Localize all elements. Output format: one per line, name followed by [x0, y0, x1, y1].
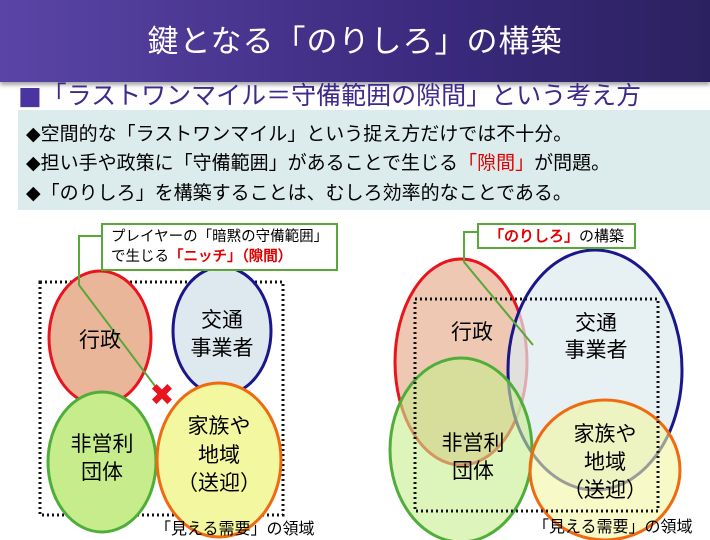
bullet-text: 「のりしろ」を構築することは、むしろ効率的なことである。 — [40, 182, 572, 204]
right-callout-leader — [463, 231, 534, 346]
circle-label: 家族や — [574, 422, 637, 446]
circle-label: 家族や — [188, 414, 251, 438]
left-area-label: 「見える需要」の領域 — [155, 519, 315, 538]
callout-line: で生じる「ニッチ」（隙間） — [111, 247, 328, 267]
callout-text: の構築 — [579, 227, 625, 245]
bullet-2: ◆担い手や政策に「守備範囲」があることで生じる「隙間」が問題。 — [26, 148, 610, 175]
callout-text: で生じる — [111, 249, 169, 265]
circle-label: 交通 — [201, 308, 243, 332]
circle-label: 地域 — [198, 443, 240, 467]
bullet-3: ◆「のりしろ」を構築することは、むしろ効率的なことである。 — [26, 178, 572, 205]
right-circle-family — [528, 398, 682, 540]
left-callout-leader — [78, 235, 159, 391]
diamond-icon: ◆ — [26, 182, 41, 204]
right-area-label: 「見える需要」の領域 — [533, 517, 693, 536]
circle-label: 地域 — [584, 450, 626, 474]
diamond-icon: ◆ — [26, 123, 41, 145]
diamond-icon: ◆ — [26, 152, 41, 174]
circle-label: 行政 — [451, 320, 493, 344]
circle-label: 事業者 — [565, 338, 628, 362]
circle-label: 団体 — [452, 459, 494, 483]
circle-label: （送迎） — [177, 471, 261, 495]
circle-label: 行政 — [79, 328, 121, 352]
square-bullet-icon: ■ — [18, 81, 42, 110]
bullet-text: が問題。 — [534, 152, 611, 174]
circle-label: 非営利 — [442, 431, 505, 455]
callout-line: プレイヤーの「暗黙の守備範囲」 — [111, 229, 329, 245]
title-bar: 鍵となる「のりしろ」の構築 — [0, 0, 710, 82]
bullet-text: 空間的な「ラストワンマイル」という捉え方だけでは不十分。 — [40, 123, 573, 145]
left-callout: プレイヤーの「暗黙の守備範囲」 で生じる「ニッチ」（隙間） — [101, 223, 339, 271]
left-demand-area — [38, 280, 285, 517]
bullet-highlight: 「隙間」 — [458, 152, 535, 174]
heading-text: 「ラストワンマイル＝守備範囲の隙間」という考え方 — [41, 81, 642, 110]
circle-label: 非営利 — [71, 432, 134, 456]
slide-title: 鍵となる「のりしろ」の構築 — [147, 24, 563, 60]
section-heading: ■「ラストワンマイル＝守備範囲の隙間」という考え方 — [18, 76, 641, 112]
right-callout: 「のりしろ」の構築 — [477, 223, 637, 249]
right-demand-area — [413, 297, 660, 513]
left-circle-family — [155, 381, 283, 539]
circle-label: （送迎） — [563, 478, 647, 502]
bullet-1: ◆空間的な「ラストワンマイル」という捉え方だけでは不十分。 — [26, 119, 572, 146]
gap-x-icon: ✖ — [149, 378, 174, 413]
bullet-text: 担い手や政策に「守備範囲」があることで生じる — [40, 152, 459, 174]
circle-label: 団体 — [81, 460, 123, 484]
circle-label: 交通 — [575, 311, 617, 335]
callout-highlight: 「ニッチ」（隙間） — [169, 249, 293, 265]
bullet-box: ◆空間的な「ラストワンマイル」という捉え方だけでは不十分。 ◆担い手や政策に「守… — [18, 110, 710, 210]
circle-label: 事業者 — [191, 336, 254, 360]
callout-highlight: 「のりしろ」 — [489, 227, 580, 245]
